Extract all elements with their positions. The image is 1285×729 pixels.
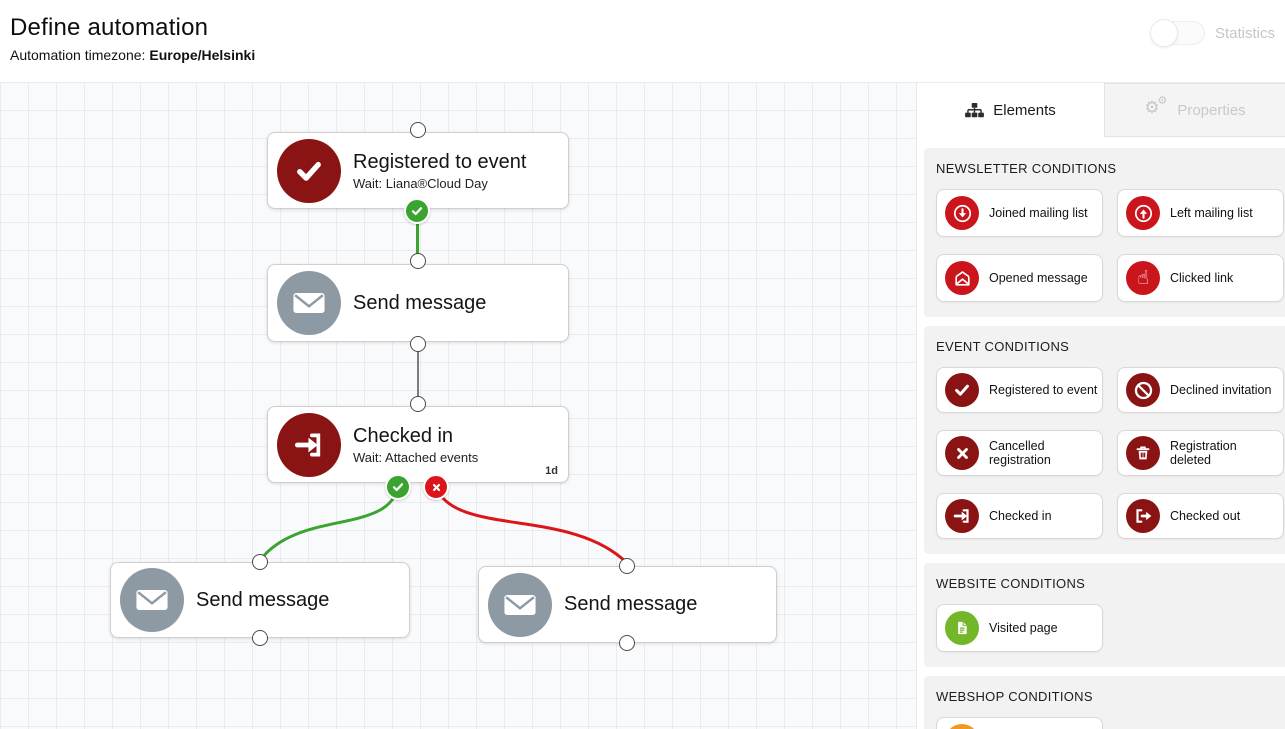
element-card-visited-page[interactable]: Visited page <box>936 604 1103 652</box>
element-label: Checked out <box>1170 508 1241 523</box>
arrow-circle-up-icon <box>1126 196 1160 230</box>
section-webshop-conditions: WEBSHOP CONDITIONS <box>924 676 1285 729</box>
element-card-joined-mailing-list[interactable]: Joined mailing list <box>936 189 1103 237</box>
section-title: WEBSITE CONDITIONS <box>936 576 1086 591</box>
sitemap-icon <box>965 102 985 118</box>
connection-port[interactable] <box>619 558 635 574</box>
element-card-cancelled-registration[interactable]: Cancelled registration <box>936 430 1103 476</box>
node-send-message-2[interactable]: Send message <box>110 562 410 638</box>
node-registered-to-event[interactable]: Registered to event Wait: Liana®Cloud Da… <box>267 132 569 209</box>
element-label: Registration deleted <box>1170 438 1237 467</box>
timezone-label: Automation timezone: <box>10 47 146 63</box>
tab-elements-label: Elements <box>993 101 1056 119</box>
page-title: Define automation <box>10 14 209 41</box>
element-label: Clicked link <box>1170 270 1234 285</box>
element-label: Joined mailing list <box>989 205 1088 220</box>
automation-canvas[interactable]: Registered to event Wait: Liana®Cloud Da… <box>0 82 916 729</box>
section-title: WEBSHOP CONDITIONS <box>936 689 1093 704</box>
timezone-value: Europe/Helsinki <box>149 47 256 63</box>
element-card-opened-message[interactable]: Opened message <box>936 254 1103 302</box>
connection-port[interactable] <box>410 396 426 412</box>
check-icon <box>277 138 341 203</box>
node-subtitle: Wait: Liana®Cloud Day <box>353 175 488 191</box>
branch-fail-badge[interactable] <box>423 474 449 500</box>
node-title: Send message <box>564 593 698 615</box>
ban-icon <box>1126 373 1160 407</box>
section-title: EVENT CONDITIONS <box>936 339 1070 354</box>
element-card-left-mailing-list[interactable]: Left mailing list <box>1117 189 1284 237</box>
page-header: Define automation Automation timezone:Eu… <box>0 0 1285 82</box>
sign-in-icon <box>945 499 979 533</box>
element-card-declined-invitation[interactable]: Declined invitation <box>1117 367 1284 413</box>
sign-in-icon <box>277 412 341 477</box>
trash-icon <box>1126 436 1160 470</box>
times-icon <box>432 483 440 491</box>
node-send-message-1[interactable]: Send message <box>267 264 569 342</box>
statistics-label: Statistics <box>1214 24 1275 42</box>
element-label: Opened message <box>989 270 1088 285</box>
element-label: Cancelled registration <box>989 438 1051 467</box>
tab-properties[interactable]: ⚙⚙ Properties <box>1104 83 1285 137</box>
wait-duration-badge: 1d <box>545 465 558 477</box>
connection-port[interactable] <box>409 122 426 138</box>
node-checked-in[interactable]: Checked in Wait: Attached events 1d <box>267 406 569 483</box>
node-title: Send message <box>196 588 330 611</box>
times-icon <box>945 436 979 470</box>
section-newsletter-conditions: NEWSLETTER CONDITIONS Joined mailing lis… <box>924 148 1285 317</box>
section-website-conditions: WEBSITE CONDITIONS Visited page <box>924 563 1285 667</box>
element-label: Checked in <box>989 508 1052 523</box>
check-icon <box>411 207 423 216</box>
arrow-circle-down-icon <box>945 196 979 230</box>
gears-icon: ⚙⚙ <box>1144 94 1168 118</box>
envelope-open-icon <box>945 261 979 295</box>
envelope-icon <box>488 572 552 637</box>
element-card-webshop[interactable] <box>936 717 1103 729</box>
node-send-message-3[interactable]: Send message <box>478 566 777 643</box>
tab-properties-label: Properties <box>1177 101 1246 119</box>
connection-port[interactable] <box>252 630 268 646</box>
sign-out-icon <box>1126 499 1160 533</box>
toggle-knob[interactable] <box>1149 19 1178 47</box>
connection-port[interactable] <box>252 554 268 570</box>
element-label: Left mailing list <box>1170 205 1253 220</box>
circle-icon <box>945 724 979 729</box>
element-card-registration-deleted[interactable]: Registration deleted <box>1117 430 1284 476</box>
timezone-line: Automation timezone:Europe/Helsinki <box>10 47 255 63</box>
element-card-checked-in[interactable]: Checked in <box>936 493 1103 539</box>
file-icon <box>945 611 979 645</box>
branch-success-badge[interactable] <box>404 198 430 224</box>
connection-port[interactable] <box>410 336 426 352</box>
node-title: Checked in <box>353 424 454 447</box>
sidebar-tabbar: Elements ⚙⚙ Properties <box>917 82 1285 137</box>
envelope-icon <box>120 568 184 632</box>
element-card-checked-out[interactable]: Checked out <box>1117 493 1284 539</box>
sidebar: Elements ⚙⚙ Properties NEWSLETTER CONDIT… <box>916 82 1285 729</box>
statistics-toggle[interactable] <box>1149 19 1205 47</box>
hand-pointer-icon: ☝ <box>1126 261 1160 295</box>
check-icon <box>945 373 979 407</box>
connection-port[interactable] <box>410 253 426 269</box>
section-event-conditions: EVENT CONDITIONS Registered to event Dec… <box>924 326 1285 554</box>
node-subtitle: Wait: Attached events <box>353 449 479 465</box>
envelope-icon <box>277 271 341 335</box>
connection-port[interactable] <box>619 635 635 651</box>
tab-elements[interactable]: Elements <box>917 83 1104 137</box>
node-title: Send message <box>353 291 487 314</box>
element-card-registered-to-event[interactable]: Registered to event <box>936 367 1103 413</box>
node-title: Registered to event <box>353 150 527 173</box>
branch-success-badge[interactable] <box>385 474 411 500</box>
element-label: Registered to event <box>989 382 1098 397</box>
section-title: NEWSLETTER CONDITIONS <box>936 161 1117 176</box>
element-card-clicked-link[interactable]: ☝ Clicked link <box>1117 254 1284 302</box>
check-icon <box>392 483 404 492</box>
element-label: Declined invitation <box>1170 382 1272 397</box>
element-label: Visited page <box>989 620 1058 635</box>
